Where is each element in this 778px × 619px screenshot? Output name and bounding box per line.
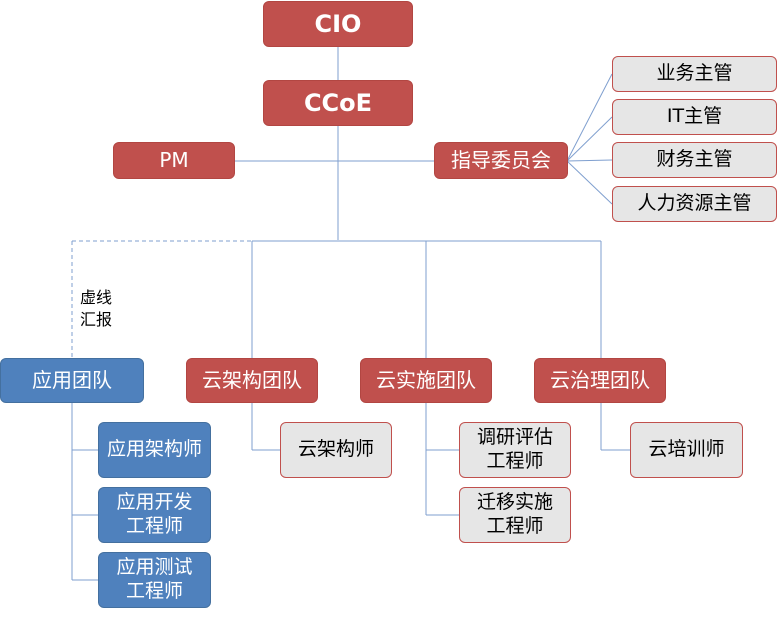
app-team-box: 应用团队 — [0, 358, 144, 403]
ccoe-box: CCoE — [263, 80, 413, 126]
committee-member-hr: 人力资源主管 — [612, 186, 777, 222]
migration-engineer-box: 迁移实施 工程师 — [459, 487, 571, 543]
committee-member-finance: 财务主管 — [612, 142, 777, 178]
app-architect-box: 应用架构师 — [98, 422, 211, 478]
app-developer-box: 应用开发 工程师 — [98, 487, 211, 543]
committee-member-it: IT主管 — [612, 99, 777, 135]
assessment-engineer-box: 调研评估 工程师 — [459, 422, 571, 478]
committee-member-business: 业务主管 — [612, 56, 777, 92]
cloud-impl-team-box: 云实施团队 — [360, 358, 492, 403]
cloud-gov-team-box: 云治理团队 — [534, 358, 666, 403]
app-tester-box: 应用测试 工程师 — [98, 552, 211, 608]
steering-committee-box: 指导委员会 — [434, 142, 568, 179]
cloud-architect-box: 云架构师 — [280, 422, 392, 478]
pm-box: PM — [113, 142, 235, 179]
cloud-arch-team-box: 云架构团队 — [186, 358, 318, 403]
dashed-report-note: 虚线 汇报 — [80, 288, 113, 329]
cio-box: CIO — [263, 1, 413, 47]
cloud-trainer-box: 云培训师 — [630, 422, 743, 478]
